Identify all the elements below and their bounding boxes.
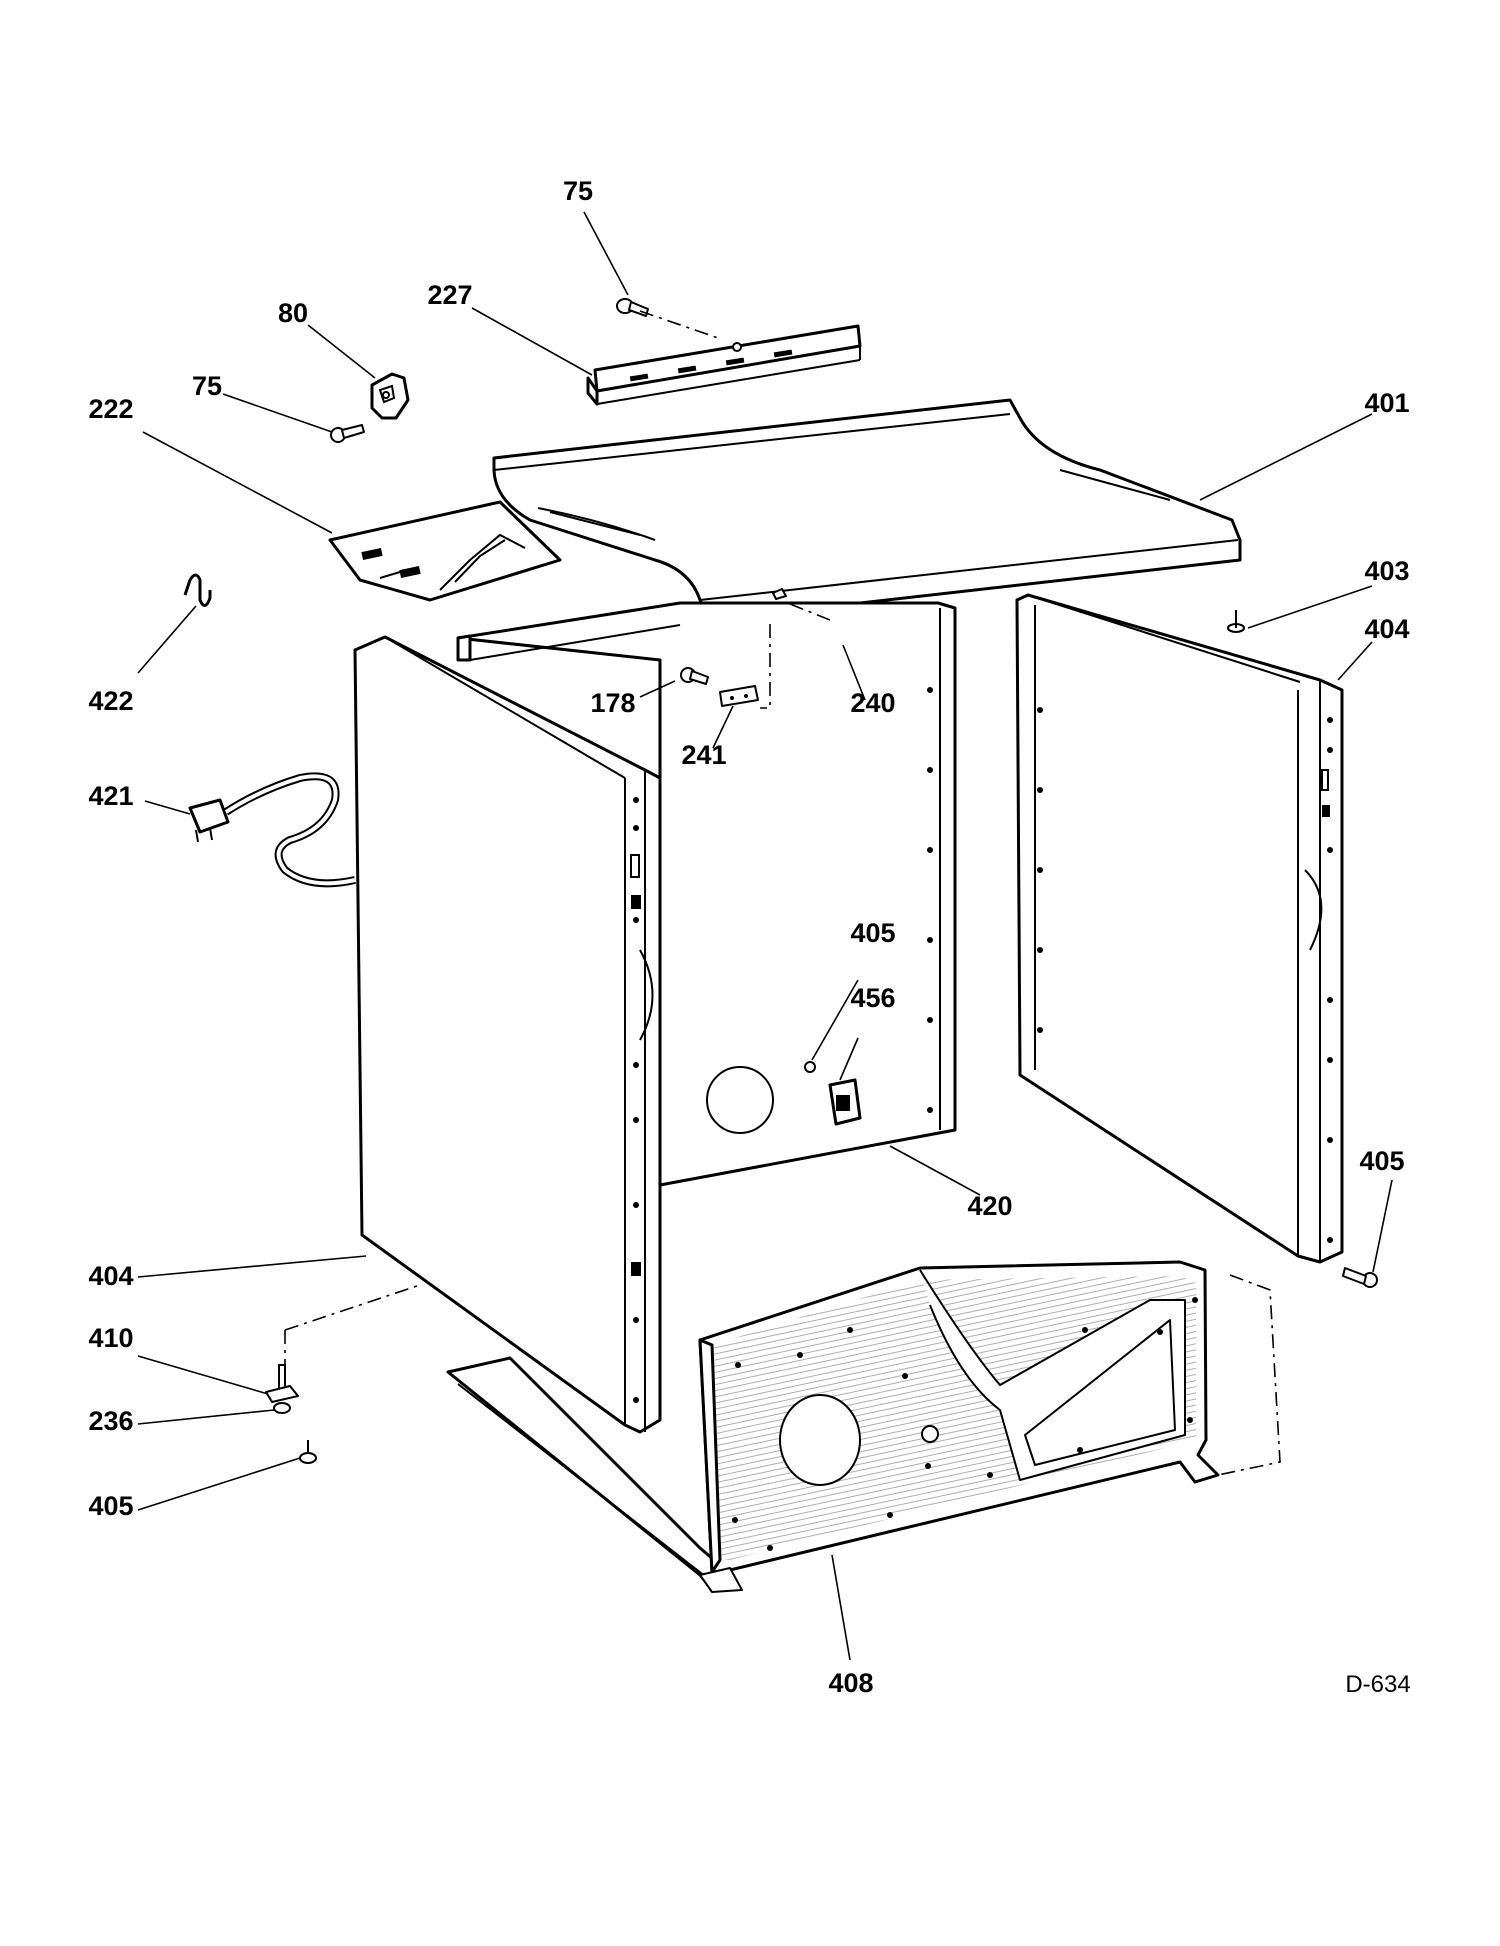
leader-lines — [137, 211, 1393, 1661]
part-236-foot-pad — [273, 1402, 291, 1414]
part-405-screw-right — [1342, 1267, 1378, 1288]
callout-80: 80 — [278, 298, 308, 328]
part-80-clip — [370, 372, 410, 420]
callout-408: 408 — [828, 1668, 873, 1698]
part-422-hook — [183, 573, 212, 607]
callout-410: 410 — [88, 1323, 133, 1353]
assembly-dash-lines — [284, 310, 1281, 1476]
part-408-base — [446, 1260, 1220, 1593]
callout-240: 240 — [850, 688, 895, 718]
callout-421: 421 — [88, 781, 133, 811]
part-456-bracket — [804, 1061, 862, 1126]
diagram-code: D-634 — [1345, 1671, 1410, 1698]
callout-404-right: 404 — [1364, 614, 1409, 644]
callout-labels: 75 227 80 75 222 401 403 404 422 178 240… — [88, 176, 1410, 1698]
callout-401: 401 — [1364, 388, 1409, 418]
callout-236: 236 — [88, 1406, 133, 1436]
part-75-screw-left — [330, 424, 365, 443]
callout-404-left: 404 — [88, 1261, 133, 1291]
part-401-top-panel — [492, 398, 1242, 622]
part-405-screw-bottom — [299, 1440, 317, 1464]
part-404-right-side-panel — [1015, 593, 1344, 1264]
callout-178: 178 — [590, 688, 635, 718]
callout-422: 422 — [88, 686, 133, 716]
callout-227: 227 — [427, 280, 472, 310]
part-404-left-side-panel — [353, 635, 662, 1434]
callout-420: 420 — [967, 1191, 1012, 1221]
callout-456: 456 — [850, 983, 895, 1013]
callout-405-center: 405 — [850, 918, 895, 948]
callout-75-left: 75 — [192, 371, 222, 401]
callout-405-left: 405 — [88, 1491, 133, 1521]
callout-405-right: 405 — [1359, 1146, 1404, 1176]
part-410-leveling-leg — [265, 1364, 299, 1403]
part-178-screw — [680, 667, 709, 685]
callout-222: 222 — [88, 394, 133, 424]
part-227-top-bracket — [586, 324, 862, 406]
part-421-power-cord — [188, 772, 356, 888]
part-420-rear-panel — [456, 601, 957, 1187]
callout-241: 241 — [681, 740, 726, 770]
part-75-screw-top — [616, 298, 649, 317]
part-222-bracket — [328, 500, 562, 602]
callout-75-top: 75 — [563, 176, 593, 206]
callout-403: 403 — [1364, 556, 1409, 586]
part-241-plate — [719, 685, 759, 707]
part-403-screw — [1227, 610, 1245, 633]
